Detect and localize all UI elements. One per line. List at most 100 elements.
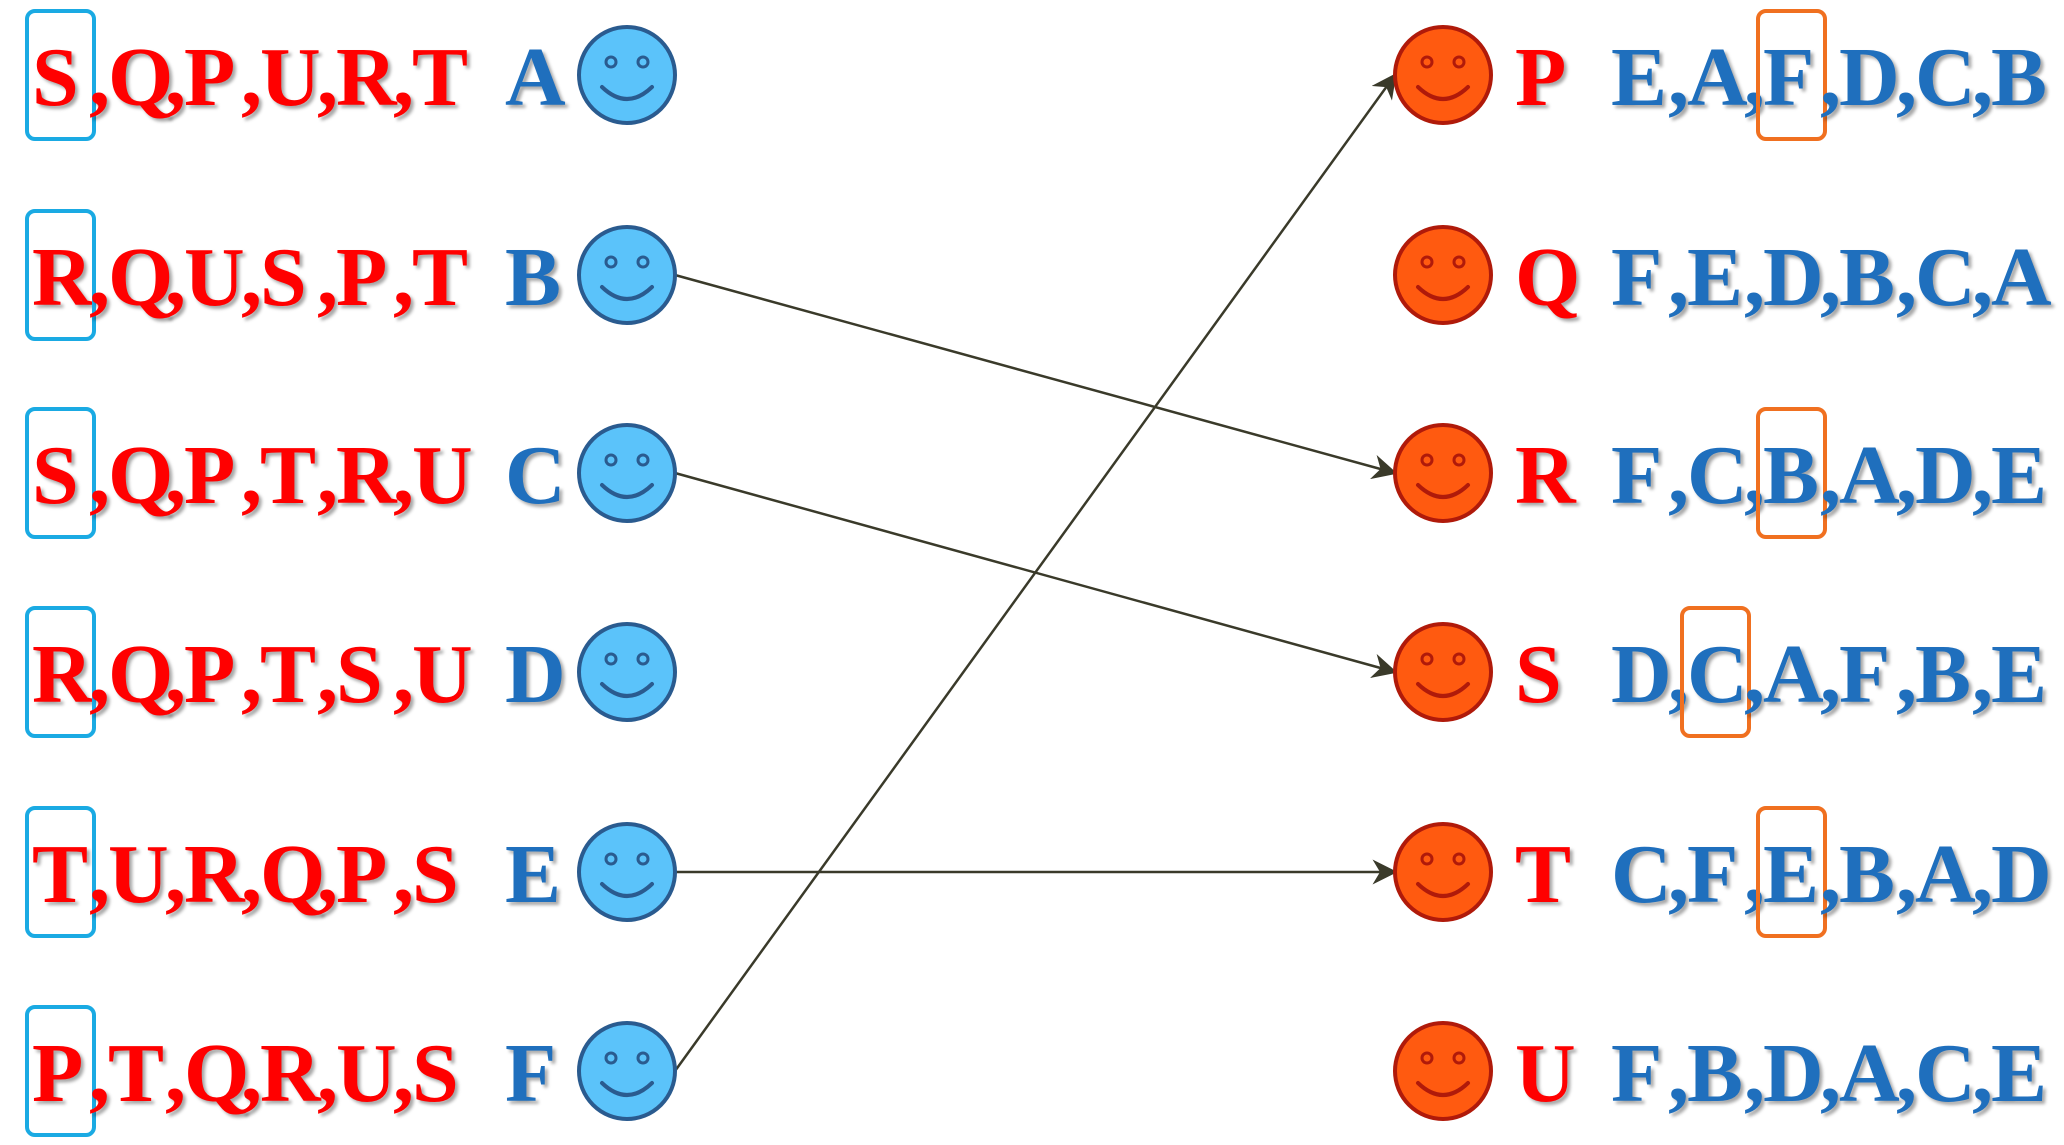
preference-letter: B	[1839, 828, 1895, 921]
preference-letter: C	[1687, 429, 1748, 522]
preference-letter: R	[32, 628, 94, 721]
comma-separator: ,	[165, 429, 186, 522]
preference-letter: S	[336, 628, 383, 721]
preference-letter: U	[336, 1027, 397, 1120]
comma-separator: ,	[1896, 628, 1917, 721]
comma-separator: ,	[1820, 231, 1841, 324]
match-arrow	[673, 72, 1397, 1072]
left-member-name: A	[505, 31, 566, 124]
orange-smiley-icon	[1393, 25, 1493, 125]
left-member-name: F	[505, 1027, 556, 1120]
right-member-name: T	[1515, 828, 1571, 921]
preference-list: P,T,Q,R,U,S	[25, 1005, 459, 1137]
preference-letter: F	[1611, 429, 1662, 522]
left-member-name: E	[505, 828, 561, 921]
preference-letter: A	[1839, 429, 1900, 522]
preference-letter: A	[1991, 231, 2052, 324]
comma-separator: ,	[1820, 1027, 1841, 1120]
comma-separator: ,	[1668, 429, 1689, 522]
preference-letter: F	[1763, 31, 1814, 124]
preference-letter: P	[184, 628, 235, 721]
preference-letter: Q	[260, 828, 325, 921]
comma-separator: ,	[317, 231, 338, 324]
preference-letter: T	[412, 231, 468, 324]
orange-smiley-icon	[1393, 225, 1493, 325]
preference-letter: Q	[108, 628, 173, 721]
comma-separator: ,	[89, 31, 110, 124]
preference-letter: B	[1991, 31, 2047, 124]
preference-letter: U	[260, 31, 321, 124]
comma-separator: ,	[393, 1027, 414, 1120]
right-member-name: P	[1515, 31, 1566, 124]
proposal-highlight-box	[1756, 407, 1827, 539]
comma-separator: ,	[317, 31, 338, 124]
preference-letter: E	[1991, 1027, 2047, 1120]
preference-letter: F	[1687, 828, 1738, 921]
comma-separator: ,	[1668, 828, 1689, 921]
preference-letter: R	[336, 31, 398, 124]
comma-separator: ,	[1820, 628, 1841, 721]
comma-separator: ,	[165, 231, 186, 324]
preference-list: S,Q,P,U,R,T	[25, 9, 468, 141]
comma-separator: ,	[1896, 1027, 1917, 1120]
preference-list: E,A,F,D,C,B	[1611, 9, 2047, 141]
comma-separator: ,	[1896, 429, 1917, 522]
comma-separator: ,	[1744, 429, 1765, 522]
comma-separator: ,	[89, 628, 110, 721]
comma-separator: ,	[1668, 231, 1689, 324]
comma-separator: ,	[1820, 429, 1841, 522]
preference-letter: Q	[108, 31, 173, 124]
proposal-highlight-box	[1756, 9, 1827, 141]
preference-list: S,Q,P,T,R,U	[25, 407, 473, 539]
preference-letter: U	[412, 429, 473, 522]
comma-separator: ,	[1668, 1027, 1689, 1120]
comma-separator: ,	[1668, 628, 1689, 721]
preference-letter: Q	[184, 1027, 249, 1120]
proposal-highlight-box	[1756, 806, 1827, 938]
comma-separator: ,	[1972, 231, 1993, 324]
preference-letter: C	[1915, 31, 1976, 124]
preference-letter: P	[184, 429, 235, 522]
orange-smiley-icon	[1393, 1021, 1493, 1121]
proposal-highlight-box	[25, 209, 96, 341]
blue-smiley-icon	[577, 423, 677, 523]
blue-smiley-icon	[577, 622, 677, 722]
right-member-name: Q	[1515, 231, 1580, 324]
proposal-highlight-box	[25, 1005, 96, 1137]
comma-separator: ,	[1668, 31, 1689, 124]
comma-separator: ,	[393, 828, 414, 921]
preference-letter: C	[1915, 1027, 1976, 1120]
comma-separator: ,	[1744, 31, 1765, 124]
match-arrows	[673, 72, 1398, 1072]
right-member-name: S	[1515, 628, 1562, 721]
preference-letter: D	[1611, 628, 1672, 721]
preference-letter: E	[1763, 828, 1819, 921]
comma-separator: ,	[1744, 231, 1765, 324]
proposal-highlight-box	[1680, 606, 1751, 738]
comma-separator: ,	[317, 828, 338, 921]
orange-smiley-icon	[1393, 822, 1493, 922]
comma-separator: ,	[89, 429, 110, 522]
comma-separator: ,	[1896, 31, 1917, 124]
comma-separator: ,	[165, 628, 186, 721]
comma-separator: ,	[1972, 1027, 1993, 1120]
comma-separator: ,	[89, 231, 110, 324]
preference-letter: P	[184, 31, 235, 124]
preference-letter: D	[1915, 429, 1976, 522]
comma-separator: ,	[241, 1027, 262, 1120]
comma-separator: ,	[317, 429, 338, 522]
proposal-highlight-box	[25, 9, 96, 141]
comma-separator: ,	[1896, 828, 1917, 921]
comma-separator: ,	[1972, 828, 1993, 921]
